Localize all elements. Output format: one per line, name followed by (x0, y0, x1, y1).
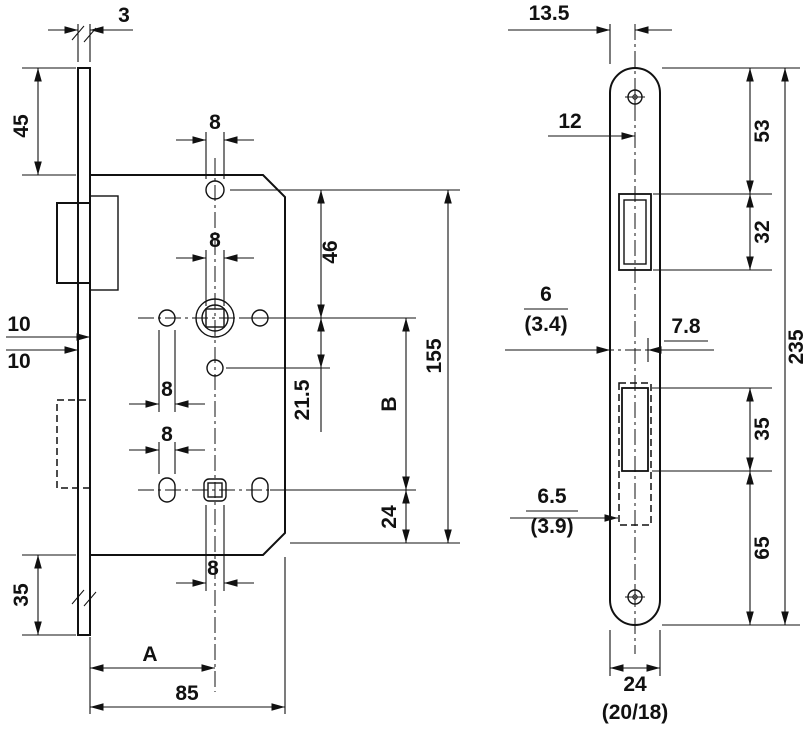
dim-top-hole-8: 8 (176, 111, 254, 179)
dim-155: 155 (423, 190, 452, 543)
dim-backset-A: A (90, 643, 215, 672)
deadbolt-hidden (56, 399, 91, 489)
dim-label-6: 6 (540, 283, 552, 306)
dim-label-7-8: 7.8 (671, 315, 701, 338)
dim-65: 65 (746, 471, 774, 625)
dim-label-13-5: 13.5 (529, 2, 570, 25)
dim-label-45: 45 (10, 114, 33, 138)
dim-label-10a: 10 (7, 313, 30, 336)
dim-235: 235 (781, 68, 805, 625)
dim-label-3-9: (3.9) (530, 515, 573, 538)
dim-35-left: 35 (10, 554, 76, 636)
deadbolt-cutout (618, 382, 652, 526)
dim-label-32: 32 (751, 220, 774, 243)
dim-label-left-slot-8: 8 (161, 423, 173, 446)
dim-faceplate-thickness: 3 (48, 4, 133, 62)
dim-35-right: 35 (746, 388, 774, 471)
dim-32: 32 (746, 194, 774, 270)
dim-label-12: 12 (558, 110, 581, 133)
dim-plate-width-24: 24 (20/18) (602, 664, 669, 724)
screw-hole-top (625, 87, 645, 107)
break-mark (71, 589, 85, 605)
dim-label-21-5: 21.5 (291, 379, 314, 420)
dim-label-bottom-square-8: 8 (207, 557, 219, 580)
screw-hole-bottom (625, 587, 645, 607)
dim-label-3-4: (3.4) (524, 313, 567, 336)
dim-left-hole-8: 8 (129, 330, 205, 412)
dim-label-85: 85 (175, 682, 199, 705)
dim-offset-10b: 10 (6, 346, 78, 373)
dim-label-46: 46 (319, 240, 342, 263)
dim-label-35-left: 35 (10, 583, 33, 607)
dim-24-left: 24 (378, 490, 410, 543)
dim-label-35-right: 35 (751, 417, 774, 441)
dim-7-8: 7.8 (648, 315, 714, 354)
right-view: 13.5 12 53 32 (505, 2, 805, 724)
dim-label-24-left: 24 (378, 505, 401, 529)
dim-case-depth-85: 85 (90, 682, 285, 711)
extension-lines-left (89, 189, 460, 714)
dim-label-53: 53 (751, 119, 774, 142)
dim-label-20-18: (20/18) (602, 701, 669, 724)
dim-label-left-hole-8: 8 (161, 378, 173, 401)
extension-lines-right (609, 67, 800, 676)
lock-case-body (89, 174, 286, 556)
dim-53: 53 (746, 68, 774, 194)
dim-label-155: 155 (423, 338, 446, 373)
dim-label-235: 235 (785, 329, 805, 364)
dim-left-slot-8: 8 (129, 423, 205, 474)
latch-cutout (618, 193, 652, 271)
dim-label-follower-square-8: 8 (209, 229, 221, 252)
dim-label-65: 65 (751, 536, 774, 560)
dim-46: 46 (317, 190, 342, 318)
faceplate-side-view (71, 25, 97, 636)
dim-label-6-5: 6.5 (537, 485, 567, 508)
dim-follower-square-8: 8 (176, 229, 254, 306)
latch-bolt (56, 195, 119, 291)
dim-bottom-square-8: 8 (176, 505, 254, 591)
left-view: 3 45 8 8 10 (6, 4, 460, 714)
dim-label-24-width: 24 (623, 673, 647, 696)
dim-6-5-3-9: 6.5 (3.9) (510, 485, 618, 538)
dim-B: B (378, 318, 410, 490)
dim-label-B: B (378, 396, 401, 411)
dim-label-10b: 10 (7, 350, 30, 373)
dim-plate-top-to-case: 45 (10, 67, 76, 176)
dim-12: 12 (548, 110, 635, 140)
dim-label-top-hole-8: 8 (209, 111, 221, 134)
dim-offset-10a: 10 (6, 313, 90, 341)
dim-13-5: 13.5 (508, 2, 672, 64)
break-mark (83, 591, 97, 607)
dim-21-5: 21.5 (291, 318, 325, 432)
dim-label-A: A (142, 643, 157, 666)
dim-6-3-4: 6 (3.4) (505, 283, 610, 354)
dim-label-faceplate-thickness: 3 (118, 4, 130, 27)
